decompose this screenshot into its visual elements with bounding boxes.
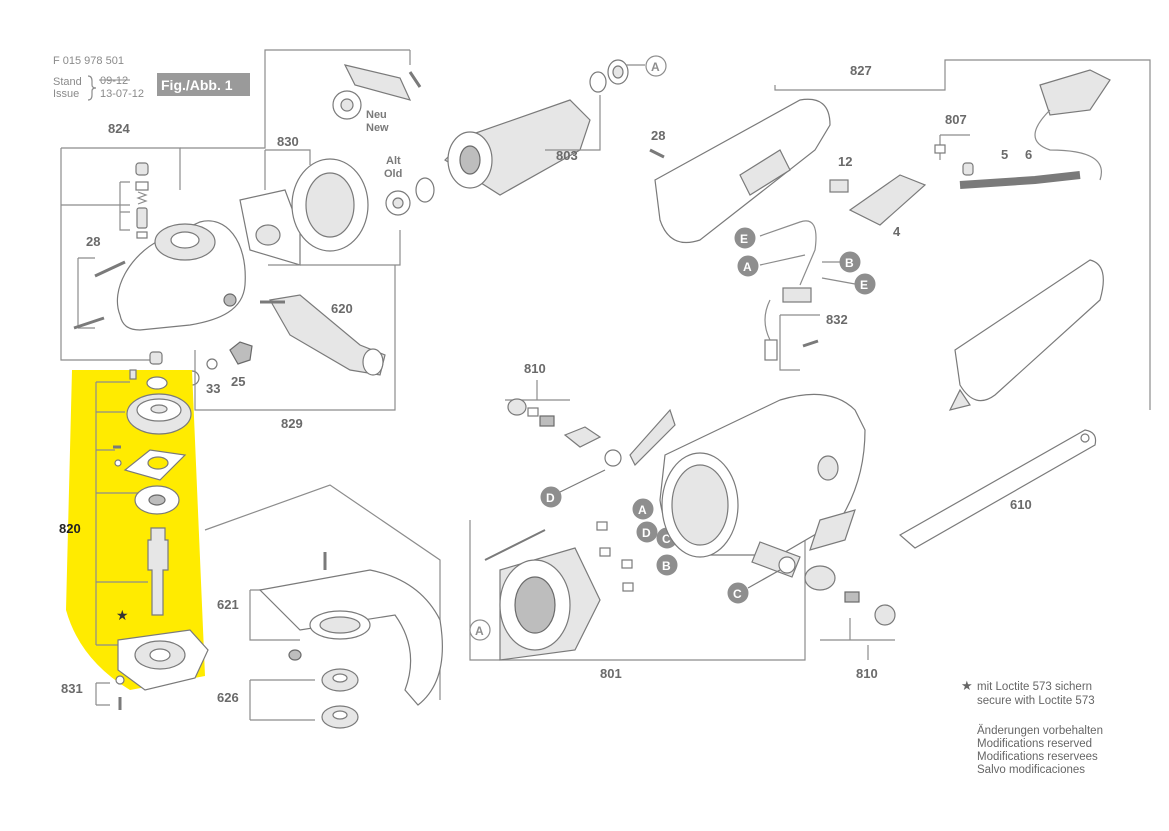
marker-a-top [645,55,667,77]
label-832: 832 [826,312,848,327]
marker-b-mid [656,554,678,576]
svg-text:D: D [546,491,555,505]
stand-label: Stand [53,76,82,88]
frame-829: 829 [194,265,396,431]
label-803: 803 [556,148,578,163]
svg-text:E: E [860,278,868,292]
svg-text:B: B [662,559,671,573]
marker-d-left [540,486,562,508]
field-coil-801: 801 A A D C B D [469,469,806,681]
fig-badge [157,73,250,96]
label-new-en: New [366,122,389,134]
label-28-right: 28 [651,128,665,143]
wheel-guard [258,569,443,706]
label-4: 4 [893,224,901,239]
wrench [898,429,1097,549]
note-mod-de: Änderungen vorbehalten [977,725,1103,737]
svg-text:A: A [475,624,484,638]
marker-a-switch [737,255,759,277]
switch-cable-group: 807 5 6 12 4 E A B E 832 [734,69,1111,371]
switch [848,174,927,226]
note-loctite-de: mit Loctite 573 sichern [977,681,1092,693]
suppressor [782,287,812,303]
label-810-bottom: 810 [856,666,878,681]
marker-d-mid [636,521,658,543]
note-star: ★ [961,678,973,693]
label-new-de: Neu [366,109,387,121]
label-830: 830 [277,134,299,149]
label-621: 621 [217,597,239,612]
label-28-left: 28 [86,234,100,249]
label-827: 827 [850,63,872,78]
label-829: 829 [281,416,303,431]
cover-plate-group: Neu New [332,64,422,134]
label-824: 824 [108,121,130,136]
svg-text:A: A [638,503,647,517]
svg-text:C: C [662,532,671,546]
svg-text:A: A [651,60,660,74]
cover-plate [343,64,412,101]
spindle-assembly-820: 820 ★ [59,369,209,691]
label-old-en: Old [384,168,402,180]
svg-text:A: A [743,260,752,274]
label-25: 25 [231,374,245,389]
star-marker: ★ [116,607,129,623]
note-loctite-en: secure with Loctite 573 [977,695,1095,707]
aux-handle-group: 620 [260,294,386,376]
brush-holders-810-top: 810 [505,361,622,467]
label-831: 831 [61,681,83,696]
note-mod-en: Modifications reserved [977,738,1092,750]
label-620: 620 [331,301,353,316]
wrench-610: 610 [898,429,1097,549]
doc-number: F 015 978 501 [53,55,124,67]
rear-handle-group: 827 28 [649,59,1151,411]
handle-cover [954,259,1104,402]
motor-housing-group [629,393,866,578]
flange-nuts-626: 626 [217,668,359,729]
guard-group: 621 [204,484,443,706]
brush-holders-810-bottom: C 810 [727,556,896,681]
plug [1039,69,1111,116]
note-mod-es: Salvo modificaciones [977,764,1085,776]
issue-date: 13-07-12 [100,88,144,100]
svg-text:B: B [845,256,854,270]
screws-831: 831 [61,675,125,710]
marker-a-coil [469,619,491,641]
pinion-gear [229,341,253,365]
stand-old-date: 09-12 [100,75,128,87]
handle-half-shell [654,98,831,244]
label-807: 807 [945,112,967,127]
label-6: 6 [1025,147,1032,162]
marker-a-mid [632,498,654,520]
screw-part [135,162,149,176]
gear-head-group: 824 28 33 25 [60,49,410,396]
svg-text:E: E [740,232,748,246]
label-610: 610 [1010,497,1032,512]
svg-text:C: C [733,587,742,601]
label-810-top: 810 [524,361,546,376]
fig-label: Fig./Abb. 1 [161,77,233,93]
svg-text:D: D [642,526,651,540]
armature-group: 803 A [409,50,667,196]
notes-block: ★ mit Loctite 573 sichern secure with Lo… [961,678,1103,776]
label-801: 801 [600,666,622,681]
note-mod-fr: Modifications reservees [977,751,1098,763]
marker-c-bottom [727,582,749,604]
label-33: 33 [206,381,220,396]
issue-label: Issue [53,88,79,100]
label-old-de: Alt [386,155,401,167]
header-block: F 015 978 501 Stand Issue 09-12 13-07-12… [53,55,250,101]
label-820: 820 [59,521,81,536]
marker-e-top [734,227,756,249]
fan-baffle-group: 830 Alt Old [239,134,435,266]
label-5: 5 [1001,147,1008,162]
spindle-shaft [147,527,169,616]
label-626: 626 [217,690,239,705]
label-12: 12 [838,154,852,169]
brace [87,75,97,101]
